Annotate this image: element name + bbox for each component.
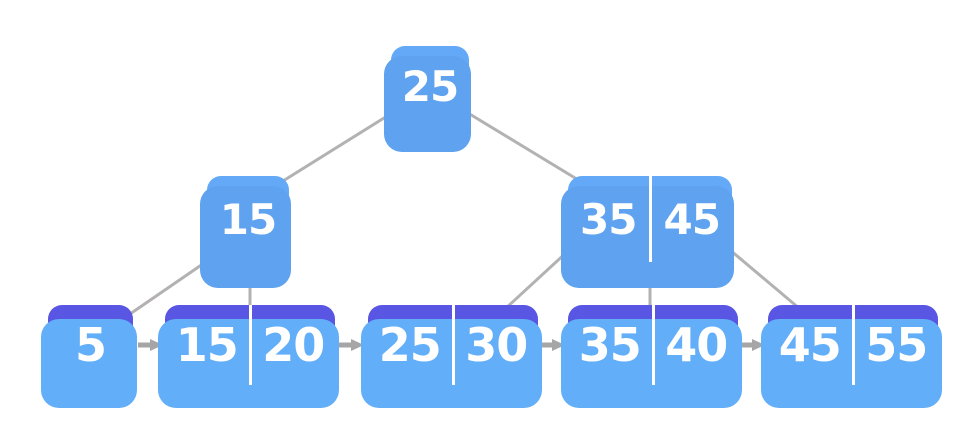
cell-divider xyxy=(851,305,855,385)
node-key: 40 xyxy=(665,318,728,372)
node-key: 35 xyxy=(578,318,642,372)
leaf-node-5: 5 xyxy=(41,305,137,408)
node-key: 15 xyxy=(175,318,239,372)
node-key: 25 xyxy=(401,61,459,111)
tree-node-15: 15 xyxy=(200,176,291,288)
cell-divider xyxy=(451,305,455,385)
node-key: 35 xyxy=(580,194,637,244)
tree-node-root: 25 xyxy=(384,46,471,152)
node-key: 30 xyxy=(465,318,528,372)
node-key: 5 xyxy=(74,318,107,372)
edge-root-to-15 xyxy=(281,111,394,183)
edge-35-45-to-leaf-45-55 xyxy=(728,248,802,311)
edge-root-to-35-45 xyxy=(466,111,582,183)
cell-divider xyxy=(248,305,252,385)
node-key: 45 xyxy=(663,194,721,244)
node-key: 55 xyxy=(865,318,928,372)
tree-node-35-45: 35 45 xyxy=(561,176,734,288)
edge-35-45-to-leaf-25-30 xyxy=(503,249,570,311)
cell-divider xyxy=(648,176,652,262)
leaf-node-15-20: 15 20 xyxy=(158,305,339,408)
cell-divider xyxy=(651,305,655,385)
node-key: 15 xyxy=(219,194,277,244)
node-key: 25 xyxy=(378,318,442,372)
node-key: 45 xyxy=(778,318,842,372)
leaf-node-35-40: 35 40 xyxy=(561,305,742,408)
leaf-node-45-55: 45 55 xyxy=(761,305,942,408)
edge-15-to-leaf-5 xyxy=(128,255,215,316)
node-key: 20 xyxy=(262,318,325,372)
leaf-node-25-30: 25 30 xyxy=(361,305,542,408)
